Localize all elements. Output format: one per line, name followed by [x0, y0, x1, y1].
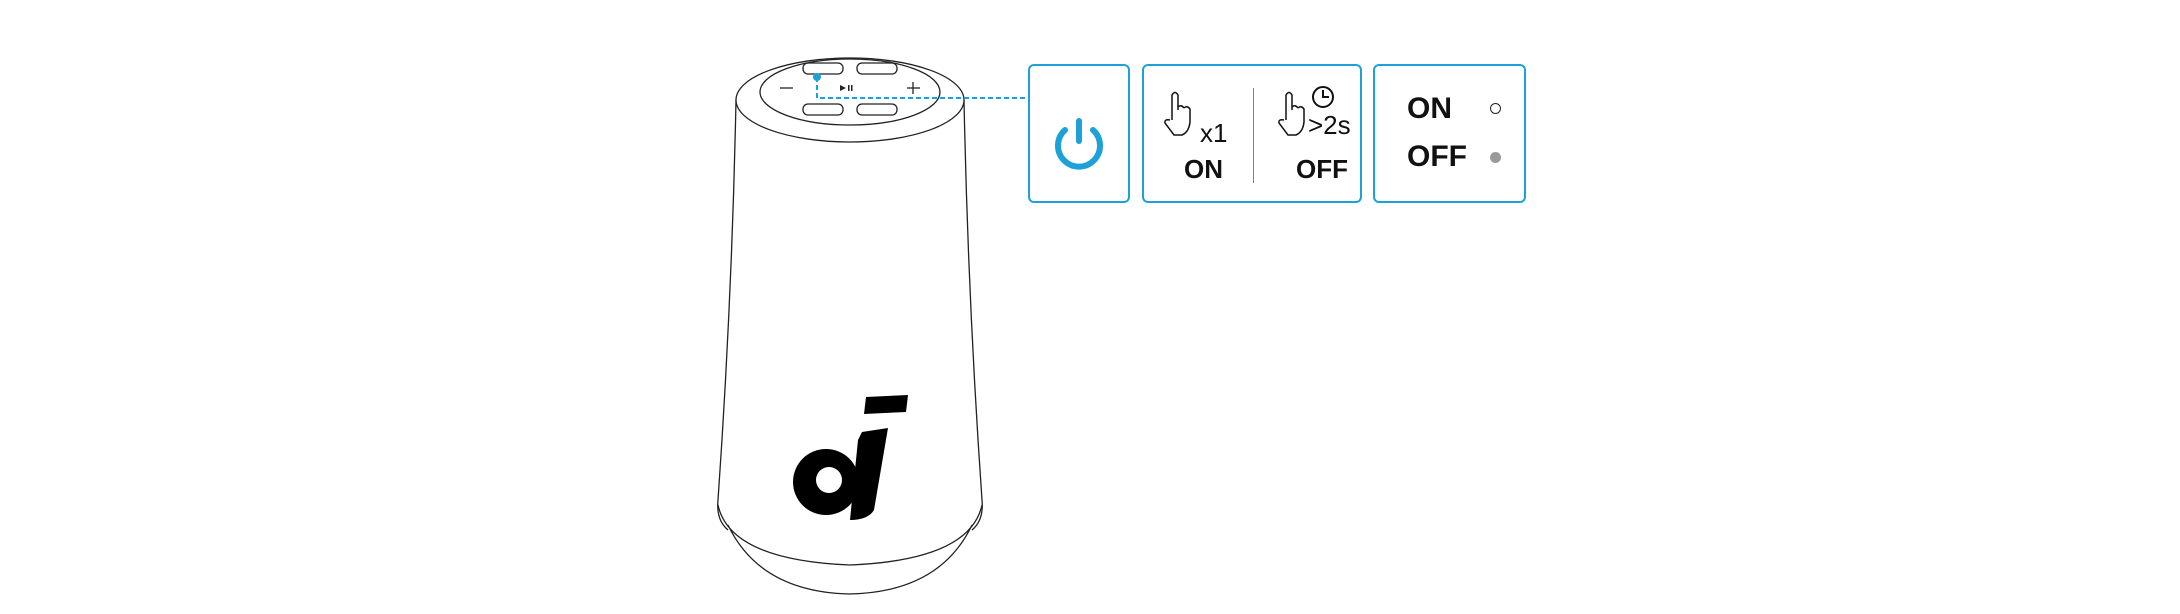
speaker-body: [717, 99, 983, 531]
callout-line: [816, 77, 1028, 99]
on-label: ON: [1184, 154, 1223, 184]
speaker-base: [717, 504, 983, 595]
status-off-label: OFF: [1407, 140, 1467, 173]
led-off-indicator: [1490, 103, 1501, 114]
clock-icon: [1312, 86, 1334, 108]
press-instructions-panel: x1 ON >2s OFF: [1142, 64, 1362, 203]
status-on-label: ON: [1407, 92, 1452, 125]
hand-hold-icon: [1278, 91, 1305, 136]
divider: [1253, 88, 1254, 183]
led-status-panel: ON OFF: [1373, 64, 1526, 203]
tap-count: x1: [1200, 118, 1228, 148]
hand-tap-icon: [1164, 91, 1191, 136]
power-icon: [1055, 118, 1103, 170]
hold-duration: >2s: [1308, 110, 1351, 140]
brand-logo: [793, 395, 908, 520]
led-on-indicator: [1490, 152, 1501, 163]
power-button-panel: [1028, 64, 1130, 203]
off-label: OFF: [1296, 154, 1348, 184]
